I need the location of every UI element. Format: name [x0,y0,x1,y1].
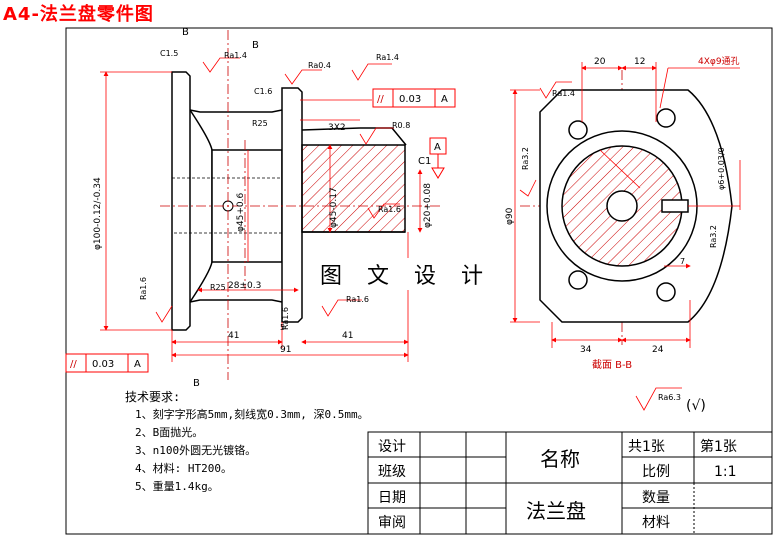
roughness-general: Ra6.3 [658,393,681,402]
roughness-c15: C1.5 [160,49,178,58]
roughness-r08: R0.8 [392,121,410,130]
tech-notes-heading: 技术要求: [125,390,181,404]
tb-scale-label: 比例 [642,464,670,480]
dim-angle: 28±0.3 [228,281,261,291]
roughness-ra16a: Ra1.6 [378,205,401,214]
dim-len-right: 41 [342,331,353,341]
tol-top-datum: A [441,94,448,105]
dim-thread: 3X2 [328,123,346,133]
tech-notes: 技术要求: 1、刻字字形高5mm,刻线宽0.3mm, 深0.5mm。 2、B面抛… [125,388,369,496]
tech-note-item: 2、B面抛光。 [135,426,204,439]
side-dim-ra-top: Ra1.4 [552,89,575,98]
side-dim-w1: 20 [594,57,606,67]
tb-date: 日期 [378,490,406,506]
tol-top-value: 0.03 [399,94,421,105]
datum-letter: A [434,142,441,153]
side-dim-w2: 12 [634,57,645,67]
tech-note-item: 1、刻字字形高5mm,刻线宽0.3mm, 深0.5mm。 [135,408,369,421]
side-view [539,89,733,323]
roughness-ra16b: Ra1.6 [346,295,369,304]
tb-sheet-no: 第1张 [700,438,737,455]
tech-note-item: 4、材料: HT200。 [135,462,232,475]
side-dim-b2: 24 [652,345,664,355]
roughness-ra16c: Ra1.6 [139,277,148,300]
dim-len-total: 91 [280,345,291,355]
roughness-symbols [155,57,721,411]
roughness-ra14b: Ra1.4 [376,53,399,62]
tb-name-label: 名称 [540,447,580,471]
tb-qty-label: 数量 [642,490,670,506]
dim-outer-dia: φ100-0.12/-0.34 [93,177,103,250]
dim-small: 5 [280,323,285,332]
side-dim-b1: 34 [580,345,592,355]
tol-bottom-symbol: // [70,359,77,370]
tol-bottom-value: 0.03 [92,359,114,370]
tb-material-label: 材料 [642,515,670,531]
datum-box [429,137,447,179]
side-dim-dia: φ90 [505,207,515,225]
cut-label-top: B [182,27,189,38]
dim-shaft-dia2: φ20+0.08 [423,183,433,228]
roughness-ra04: Ra0.4 [308,61,331,70]
side-dim-ra-hole: φ6+0.03/0 [717,147,726,190]
side-dim-ra-left: Ra3.2 [521,147,530,170]
front-view [171,71,407,331]
section-title: 截面 B-B [592,358,632,371]
dim-chamfer: C1 [418,156,431,167]
roughness-ra16d: Ra1.6 [281,307,290,330]
roughness-b: B [252,40,259,51]
tech-note-item: 5、重量1.4kg。 [135,480,219,493]
roughness-c16: C1.6 [254,87,272,96]
tb-class: 班级 [378,464,406,480]
side-dims [510,62,741,348]
watermark: 图 文 设 计 [318,258,494,290]
tol-top-symbol: // [377,94,384,105]
page-title: A4-法兰盘零件图 [3,4,154,25]
tb-name-value: 法兰盘 [526,499,586,523]
tb-review: 审阅 [378,515,406,531]
side-dim-small: 7 [680,257,685,266]
dim-shaft-dia: φ45-0.17 [329,187,339,228]
cut-label-bottom: B [193,378,200,389]
tolerance-frame-bottom [65,353,149,373]
roughness-r25a: R25 [252,119,268,128]
tb-scale-value: 1:1 [714,464,737,480]
dim-hole-dia: φ45+0.6 [236,192,246,232]
tb-design: 设计 [378,439,406,455]
roughness-ra14a: Ra1.4 [224,51,247,60]
tech-note-item: 3、n100外圆无光镀铬。 [135,444,257,457]
dim-len-left: 41 [228,331,239,341]
front-dims [100,71,423,362]
tb-sheets-total: 共1张 [628,439,665,455]
roughness-general-mark: (√) [686,398,706,414]
side-dim-holes: 4Xφ9通孔 [698,56,740,67]
roughness-r25b: R25 [210,283,226,292]
title-block [367,431,773,535]
side-dim-ra-right: Ra3.2 [709,225,718,248]
tolerance-frame-top [372,88,456,108]
tol-bottom-datum: A [134,359,141,370]
